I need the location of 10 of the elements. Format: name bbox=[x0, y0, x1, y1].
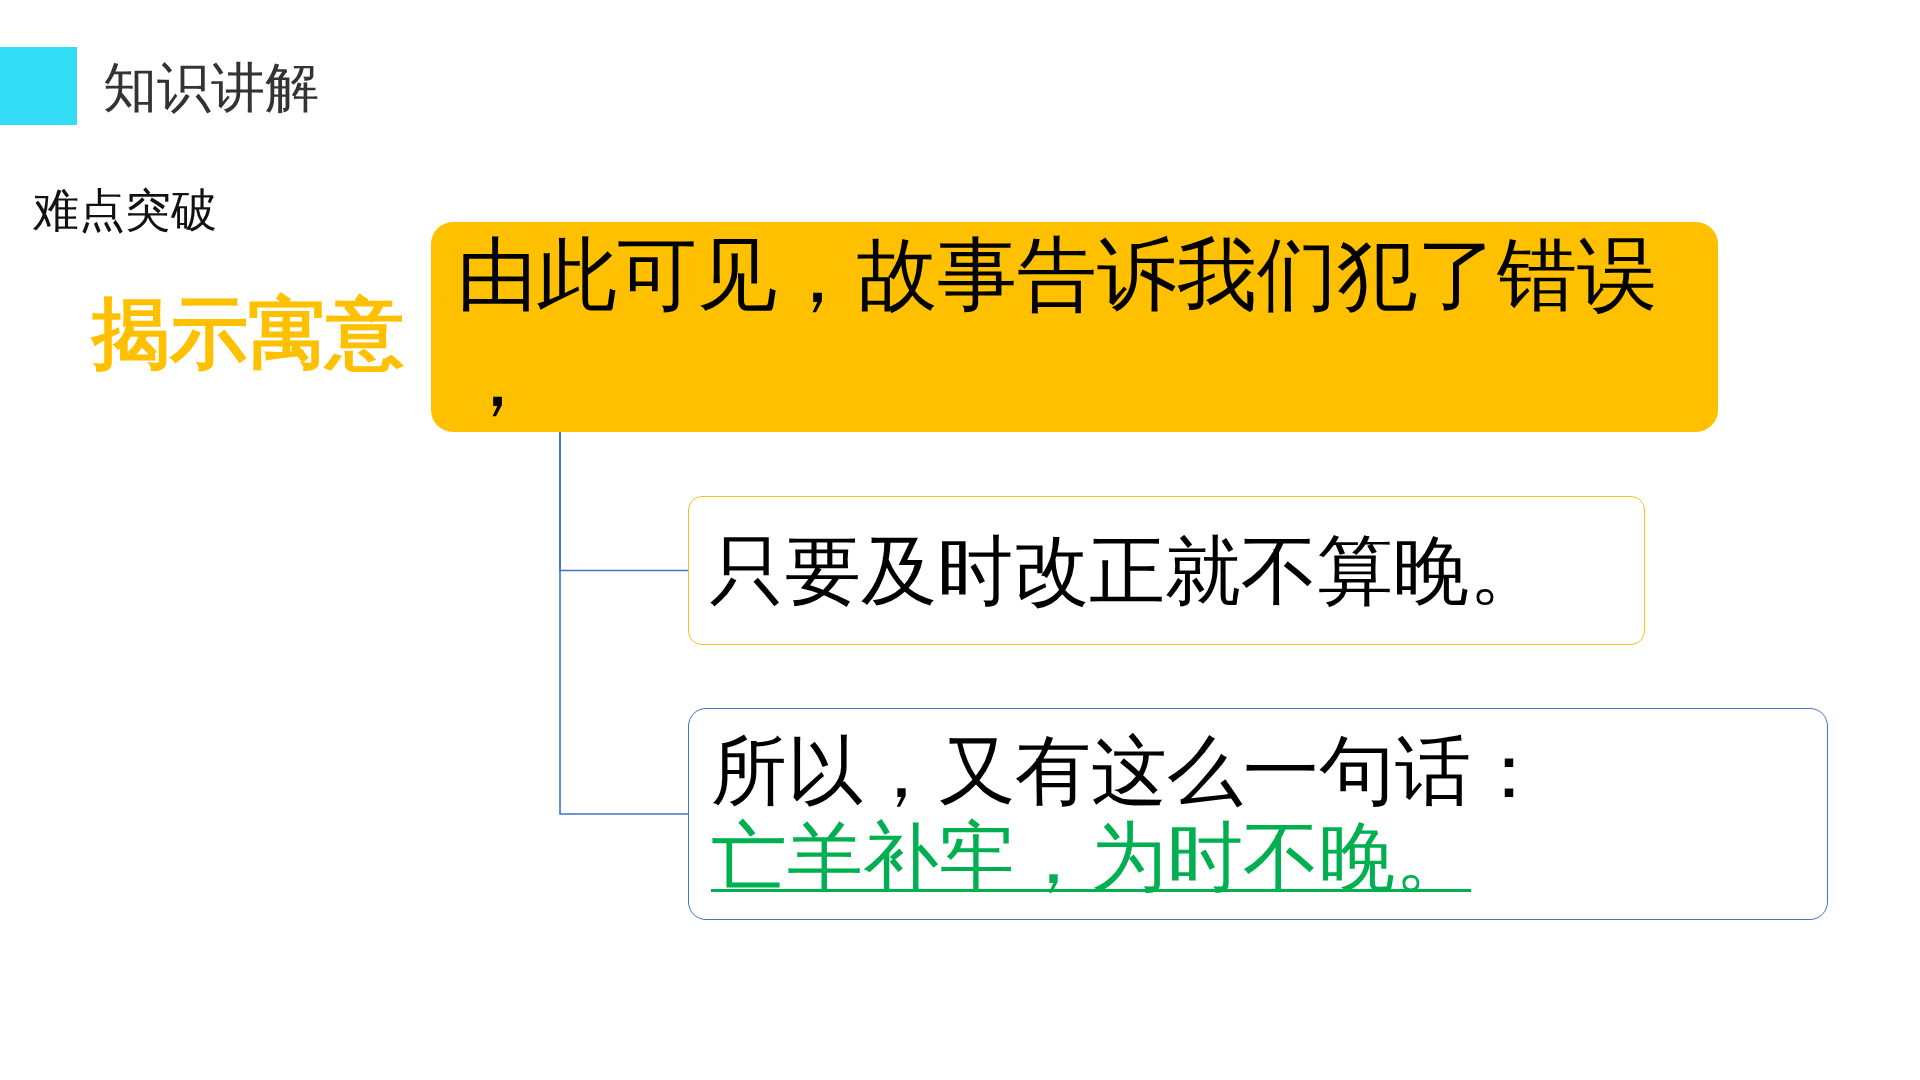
saying-intro-text: 所以，又有这么一句话： bbox=[711, 728, 1548, 814]
connector-line bbox=[559, 431, 689, 815]
saying-box bbox=[688, 708, 1828, 920]
section-subtitle: 难点突破 bbox=[33, 183, 217, 238]
lesson-box bbox=[688, 496, 1645, 645]
topic-heading: 揭示寓意 bbox=[92, 287, 404, 380]
slide-title: 知识讲解 bbox=[103, 56, 319, 120]
lesson-text: 只要及时改正就不算晚。 bbox=[709, 524, 1546, 617]
conclusion-text: 由此可见，故事告诉我们犯了错误， bbox=[457, 227, 1658, 427]
proverb-text: 亡羊补牢，为时不晚。 bbox=[711, 814, 1471, 900]
